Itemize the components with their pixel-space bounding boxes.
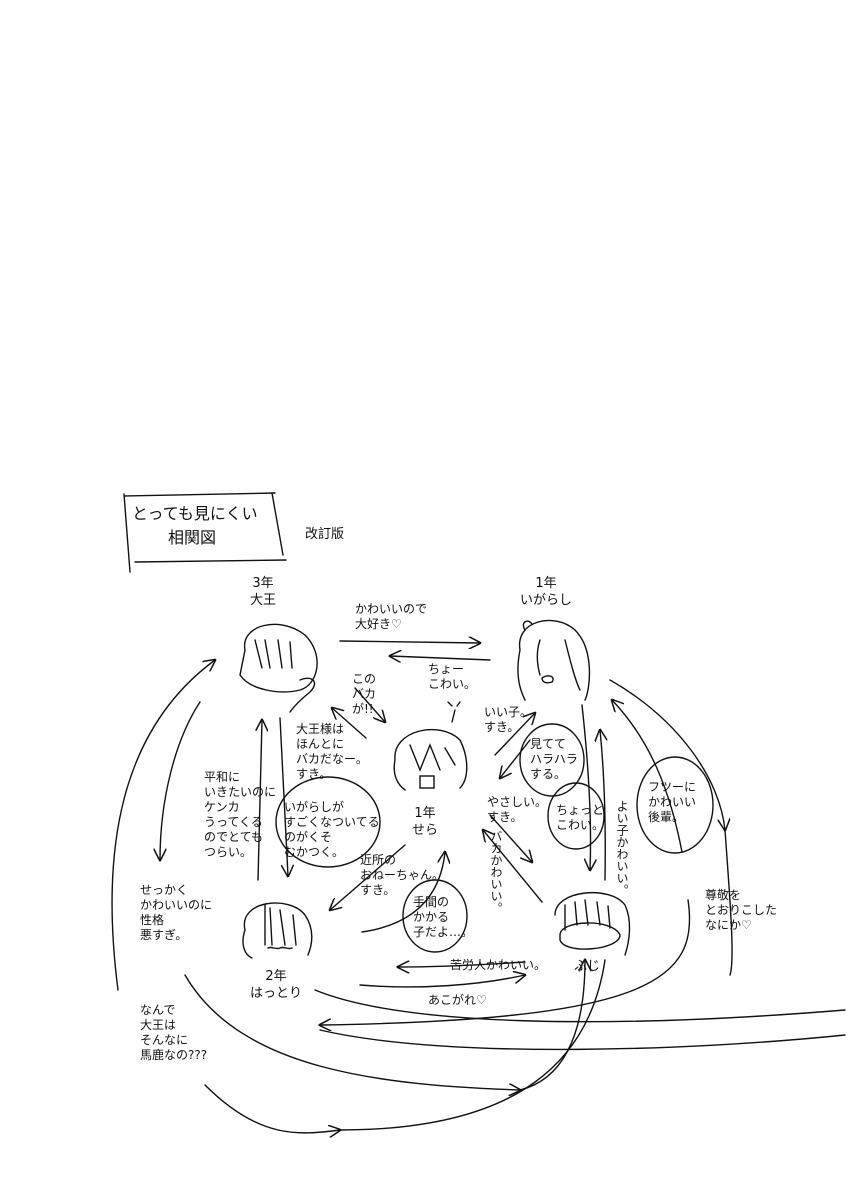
name-label: 大王: [250, 593, 277, 608]
relation-sera-to-hattori: 近所の おねーちゃん。 すき。: [360, 853, 445, 897]
title-line2: 相関図: [168, 528, 217, 547]
relation-daiou-to-sera: この バカ が!!: [352, 672, 377, 716]
grade-label: 1年: [414, 806, 436, 821]
relation-hattori-to-fuji: あこがれ♡: [428, 993, 487, 1007]
relation-hattori-on-daiou: なんで 大王は そんなに 馬鹿なの???: [140, 1003, 208, 1062]
character-hattori: 2年はっとり: [250, 968, 302, 1002]
grade-label: 1年: [535, 576, 557, 591]
face-daiou: [239, 623, 318, 713]
relation-sera-to-daiou: 大王様は ほんとに バカだなー。 すき。: [296, 722, 368, 781]
relation-hattori-to-daiou: 平和に いきたいのに ケンカ うってくる のでとても つらい。: [204, 770, 277, 859]
relation-igarashi-to-fuji: ちょっと こわい。: [556, 803, 605, 832]
relation-fuji-to-igarashi-2: フツーに かわいい 後輩。: [648, 780, 697, 824]
relation-igarashi-to-daiou: ちょー こわい。: [428, 662, 477, 691]
relation-igarashi-to-sera: 見てて ハラハラ する。: [530, 737, 578, 781]
name-label: いがらし: [520, 593, 573, 608]
bubble-igarashi-to-fuji: [547, 782, 605, 850]
title-line1: とっても見にくい: [132, 504, 258, 523]
character-sera: 1年せら: [412, 805, 438, 839]
character-igarashi: 1年いがらし: [520, 575, 572, 609]
relation-sera-to-fuji: やさしい。 すき。: [487, 795, 548, 824]
name-label: ふじ: [574, 959, 601, 974]
face-fuji: [554, 892, 631, 956]
face-igarashi: [517, 619, 591, 701]
title-box: [123, 492, 287, 573]
relation-daiou-to-hattori: いがらしが すごくなついてる のがくそ むかつく。: [284, 800, 380, 859]
relation-fuji-to-sera: バカかわいい。: [489, 830, 503, 914]
relation-daiou-on-hattori: せっかく かわいいのに 性格 悪すぎ。: [140, 883, 213, 942]
face-sera: [393, 701, 468, 791]
edition-label: 改訂版: [305, 527, 345, 542]
relation-hattori-to-sera: 手間の かかる 子だよ…。: [413, 895, 474, 939]
character-fuji: ふじ: [574, 958, 600, 975]
name-label: はっとり: [250, 986, 303, 1001]
relation-igarashi-on-fuji: 尊敬を とおりこした なにか♡: [705, 888, 778, 932]
face-hattori: [242, 902, 313, 959]
relation-sera-to-igarashi: いい子。 すき。: [484, 705, 533, 734]
name-label: せら: [412, 823, 439, 838]
bubble-hattori-to-sera: [402, 879, 468, 953]
bubble-fuji-to-igarashi: [636, 756, 714, 854]
character-daiou: 3年大王: [250, 575, 276, 609]
grade-label: 3年: [252, 576, 274, 591]
grade-label: 2年: [265, 969, 287, 984]
relation-fuji-to-igarashi: よい子かわいい。: [615, 800, 629, 896]
bubble-daiou-to-hattori: [275, 776, 381, 868]
bubble-igarashi-to-sera: [519, 723, 585, 797]
relation-daiou-to-igarashi: かわいいので 大好き♡: [355, 602, 428, 631]
relation-fuji-to-hattori: 苦労人かわいい。: [450, 958, 547, 972]
